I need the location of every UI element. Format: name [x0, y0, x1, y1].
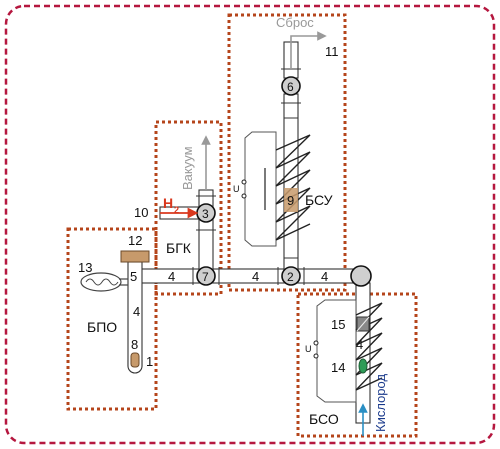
bpo-block-12: [120, 250, 150, 263]
label-4-main-right: 4: [321, 269, 328, 284]
bsu-furnace-body: [244, 131, 277, 247]
outer-border: [4, 4, 496, 445]
hydrogen-subscript: 2: [174, 205, 179, 215]
oxygen-label: Кислород: [373, 374, 388, 432]
bso-furnace-body: [316, 299, 357, 403]
bso-lead-1: [313, 340, 319, 346]
label-11: 11: [325, 44, 339, 59]
frame-bgk: [154, 120, 223, 296]
label-4-bso: 4: [356, 337, 363, 352]
label-2: 2: [287, 270, 294, 284]
vent-arrow: [290, 31, 327, 70]
valve-7[interactable]: [196, 266, 216, 286]
vent-label: Сброс: [276, 15, 314, 30]
label-3: 3: [202, 207, 209, 221]
bsu-voltage-symbol: U: [233, 184, 240, 194]
bsu-lead-2: [241, 193, 247, 199]
label-4-bgk: 4: [168, 269, 175, 284]
bso-sample-14: [358, 358, 368, 374]
bpo-sample-8: [130, 352, 140, 368]
block-label-bsu: БСУ: [305, 192, 333, 208]
bpo-loader-13: [80, 272, 128, 292]
bso-block-15-hatch: [356, 316, 370, 332]
bgk-pipe: [198, 189, 214, 273]
frame-bso: [296, 292, 418, 438]
label-4-bpo: 4: [133, 304, 140, 319]
frame-bsu: [227, 13, 347, 292]
block-label-bgk: БГК: [166, 240, 192, 256]
valve-bso-top[interactable]: [350, 265, 372, 287]
label-7: 7: [202, 270, 209, 284]
label-12: 12: [128, 233, 142, 248]
valve-flanges: [192, 68, 305, 285]
label-1: 1: [146, 354, 153, 369]
label-15: 15: [331, 317, 345, 332]
block-label-bpo: БПО: [87, 319, 117, 335]
label-13: 13: [78, 260, 92, 275]
label-8: 8: [131, 337, 138, 352]
bsu-sample-9: [284, 188, 298, 212]
bso-lead-2: [313, 353, 319, 359]
label-5: 5: [130, 269, 137, 284]
label-10: 10: [134, 205, 148, 220]
label-9: 9: [287, 193, 294, 208]
label-6: 6: [287, 80, 294, 94]
valve-6[interactable]: [281, 76, 301, 96]
hydrogen-label: H: [163, 195, 173, 211]
bso-voltage-symbol: U: [305, 344, 312, 354]
frame-bpo: [66, 227, 158, 411]
bsu-heater-coil: [275, 134, 311, 241]
vacuum-label: Вакуум: [180, 146, 195, 190]
valve-2[interactable]: [281, 266, 301, 286]
block-label-bso: БСО: [309, 411, 339, 427]
bsu-lead-1: [241, 179, 247, 185]
label-4-main-left: 4: [252, 269, 259, 284]
label-14: 14: [331, 360, 345, 375]
